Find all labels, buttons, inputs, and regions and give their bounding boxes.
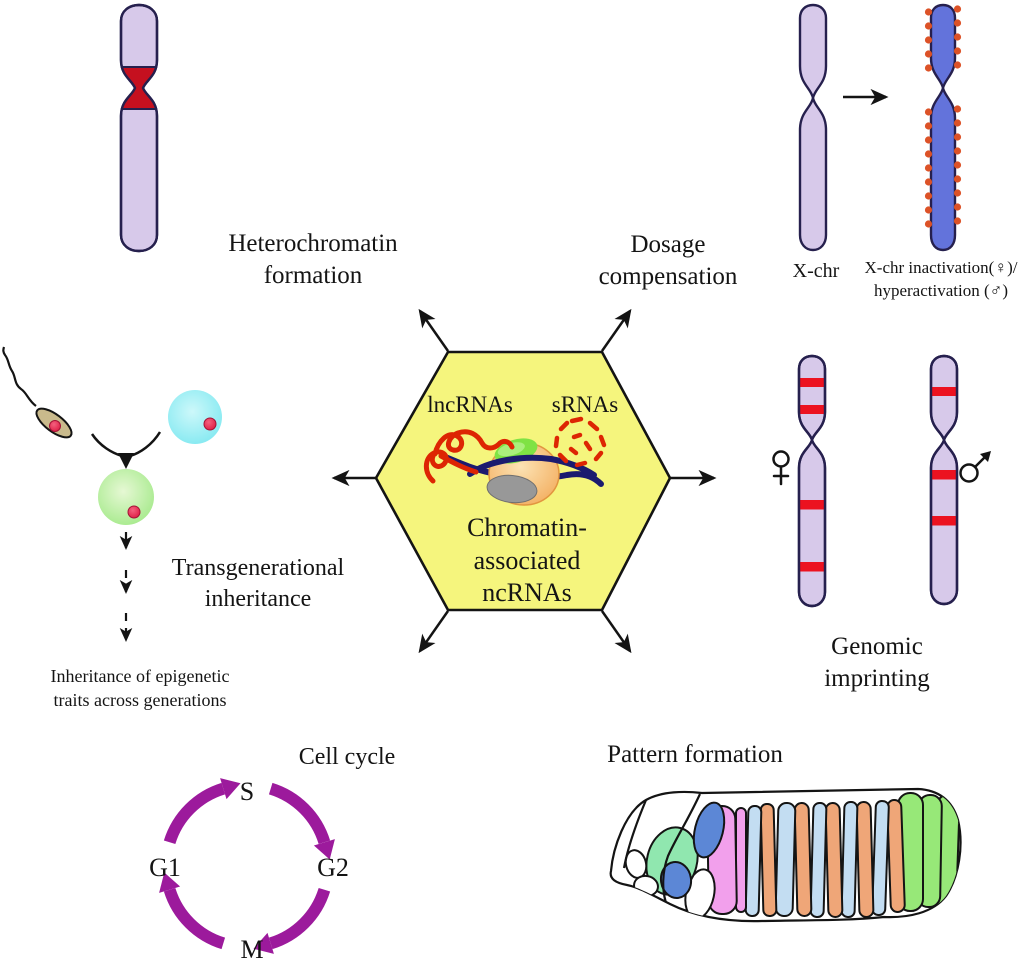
maternal-chromosome [797,354,827,608]
inheritance-caption-line2: traits across generations [54,690,227,710]
phase-g1-label: G1 [149,853,181,882]
sperm-tail [2,346,37,407]
lncrna-squiggle [423,429,515,484]
x-inactivation-caption-line1: X-chr inactivation(♀)/ [865,258,1018,277]
fertilization-arrow-left-curve [90,433,123,458]
egg-nucleus [203,417,217,431]
female-symbol-icon [772,450,790,486]
dosage-label-line2: compensation [599,263,738,290]
drosophila-embryo [609,787,962,923]
arc-s-to-g2 [268,782,331,845]
imprinting-label-line1: Genomic [831,633,923,660]
dna-strand-wrap [467,454,597,478]
x-chromosome-normal [798,3,828,252]
x-inactivation-caption-line2: hyperactivation (♂) [874,281,1008,300]
zygote-nucleus [127,505,141,519]
zygote-cell [98,469,154,525]
embryo-blue-blob-top [692,801,726,859]
radiating-arrow-top-left [418,308,450,352]
roX-rna-dots [924,5,962,228]
arc-g1-to-s [163,782,226,845]
arc-g2-to-m [268,887,331,950]
heterochromatin-label-line1: Heterochromatin [228,230,398,257]
fertilization-arrow-right-curve [129,431,162,458]
sperm-nucleus [49,420,61,432]
srna-dashes [553,416,607,468]
embryo-blue-blob-bottom [659,861,693,899]
chromosome-body [119,3,159,253]
embryo-segments [622,792,961,920]
dosage-label-line1: Dosage [631,231,706,258]
srnas-label: sRNAs [552,392,619,417]
transgenerational-label-line1: Transgenerational [172,555,345,581]
head-front-line [622,799,648,869]
paternal-chromosome [929,354,959,606]
male-symbol-icon [959,451,991,483]
radiating-arrow-bottom-right [600,610,632,654]
lncrnas-label: lncRNAs [427,392,513,417]
egg-cell [168,390,222,444]
fertilization-arrowhead [118,453,134,469]
phase-g2-label: G2 [317,853,349,882]
xchr-label: X-chr [793,260,840,282]
radiating-arrow-bottom-left [418,610,450,654]
hexagon-title-line1: Chromatin- [467,513,587,542]
pattern-formation-title: Pattern formation [607,741,783,768]
cell-cycle-diagram: S G2 M G1 [149,777,349,963]
nucleosome-illustration [423,416,607,506]
radiating-arrow-top-right [600,308,632,352]
transgenerational-label-line2: inheritance [205,586,312,612]
imprinting-label-line2: imprinting [824,665,930,692]
hexagon-title-line2: associated [474,546,581,575]
histone-gray-blob [486,474,538,504]
cell-cycle-title: Cell cycle [299,744,396,770]
phase-m-label: M [240,935,263,963]
arc-m-to-g1 [163,887,226,950]
inheritance-caption-line1: Inheritance of epigenetic [51,666,230,686]
heterochromatin-chromosome [119,3,159,253]
central-hexagon: lncRNAs sRNAs Chromatin- associated [331,308,717,654]
head-segment-line [662,793,701,904]
phase-s-label: S [240,777,254,806]
x-chromosome-inactivated [924,3,962,252]
fertilization-illustration [2,346,222,642]
heterochromatin-label-line2: formation [264,262,363,289]
hexagon-title-line3: ncRNAs [482,578,572,607]
